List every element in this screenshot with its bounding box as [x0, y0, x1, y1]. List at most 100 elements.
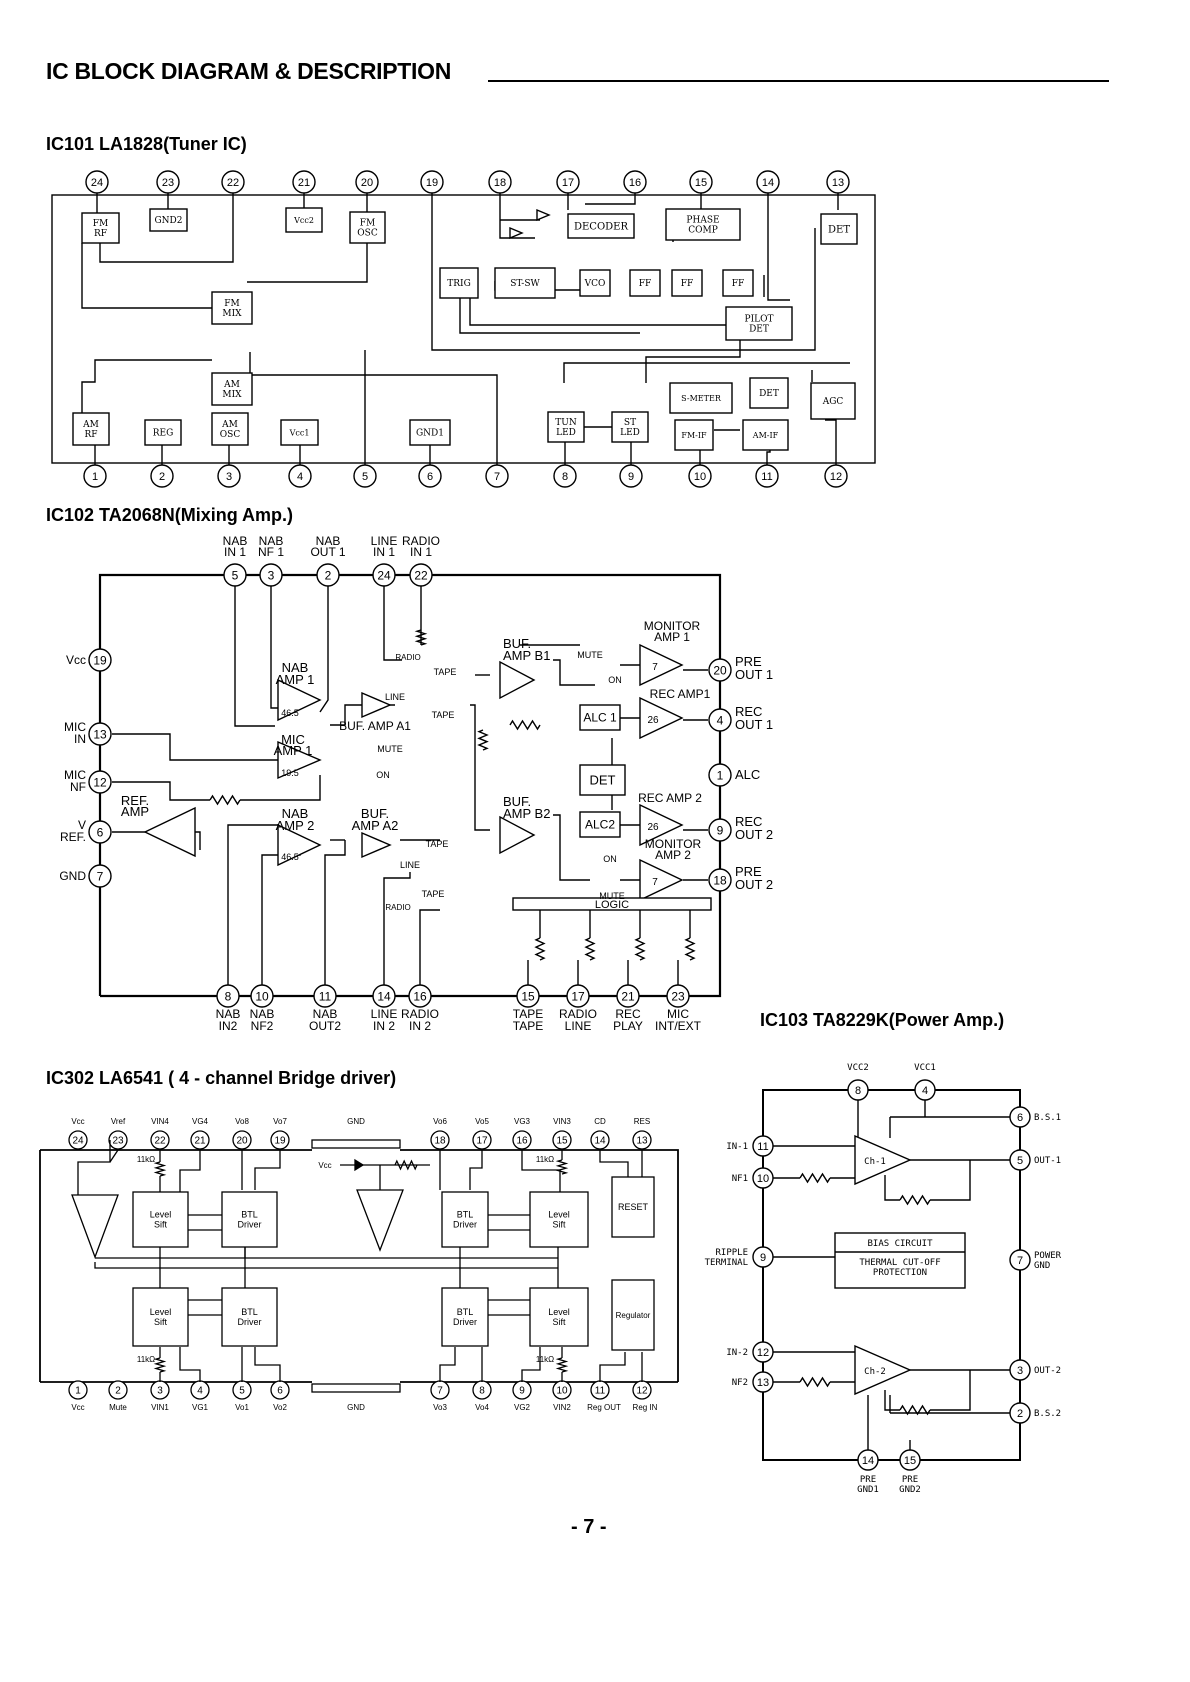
- buf-amp-a1-icon: [361, 691, 392, 719]
- ic102-pin-13: [88, 722, 112, 746]
- ic102-top-label: IN 1: [373, 545, 395, 559]
- ic302-bottom-label: VG1: [192, 1403, 209, 1412]
- resistor: [799, 1376, 831, 1388]
- ic102-bottom-label: NAB: [250, 1007, 275, 1021]
- btl-driver-block: [441, 1191, 489, 1248]
- pilot-det-block-label: DET: [749, 325, 769, 335]
- ff-block-label: FF: [732, 279, 745, 289]
- vco-block: [579, 269, 611, 297]
- tun-led-block-label: TUN: [555, 418, 577, 428]
- pin-number: 1: [717, 768, 724, 782]
- level-sift-block-label: Sift: [154, 1317, 168, 1327]
- buf-amp-a1-label: BUF. AMP A1: [339, 719, 411, 733]
- ic102-top-label: NF 1: [258, 545, 284, 559]
- monitor-amp1-label: AMP 1: [654, 630, 690, 644]
- wire: [112, 781, 210, 801]
- wire: [179, 1347, 201, 1382]
- ff-block-label: FF: [681, 279, 694, 289]
- pin-number: 20: [236, 1136, 248, 1147]
- ic102-bottom-label: REC: [615, 1007, 641, 1021]
- pin-number: 2: [115, 1386, 121, 1397]
- pin-number: 10: [694, 471, 706, 483]
- switch-label: RADIO: [385, 903, 410, 912]
- ic103-top-label: VCC1: [914, 1063, 936, 1073]
- pin-number: 2: [1017, 1408, 1023, 1420]
- am-mix-block-label: AM: [223, 380, 240, 390]
- pin-number: 10: [757, 1173, 769, 1185]
- det-if-block-label: DET: [759, 389, 779, 399]
- ic103-bottom-label: GND1: [857, 1485, 879, 1495]
- ic302-bottom-label: VIN1: [151, 1403, 169, 1412]
- wire: [109, 1149, 119, 1163]
- ch1-label: Ch-1: [864, 1157, 886, 1167]
- ic302-top-label: VG3: [514, 1117, 531, 1126]
- wire: [645, 340, 741, 383]
- pin-number: 1: [92, 471, 98, 483]
- ic102-left-label: NF: [70, 780, 86, 794]
- ic302-pin-23: [108, 1130, 128, 1150]
- ic102-bottom-label: INT/EXT: [655, 1019, 702, 1033]
- ic102-pin-9: [708, 818, 732, 842]
- pin-number: 23: [112, 1136, 124, 1147]
- ic103-right-label: POWER: [1034, 1251, 1062, 1261]
- pin-number: 12: [636, 1386, 648, 1397]
- buf-amp-a2-icon: [361, 831, 392, 859]
- ic102-right-label: OUT 2: [735, 827, 773, 842]
- level-sift-block-label: Level: [548, 1307, 570, 1317]
- mic-amp1-icon: [277, 740, 322, 780]
- level-sift-block-label: Level: [150, 1210, 172, 1220]
- ch2-amp-icon: [854, 1344, 912, 1396]
- pin-number: 14: [862, 1455, 874, 1467]
- ic302-top-label: VIN4: [151, 1117, 169, 1126]
- ref-amp-label: REF.: [121, 793, 149, 808]
- pin-number: 24: [91, 177, 103, 189]
- resistor: [477, 729, 489, 751]
- det-block-label: DET: [590, 773, 616, 788]
- wire: [930, 1160, 971, 1201]
- ic102-right-label: REC: [735, 814, 762, 829]
- ic302-bottom-label: Vo1: [235, 1403, 249, 1412]
- header-rule: [488, 80, 1109, 82]
- resistor: [634, 937, 646, 961]
- pin-number: 6: [1017, 1112, 1023, 1124]
- alc1-block-label: ALC 1: [583, 711, 617, 725]
- pin-number: 9: [760, 1252, 766, 1264]
- level-sift-block: [132, 1287, 189, 1347]
- buffer-icon: [536, 208, 551, 222]
- ic103-left-label: NF1: [732, 1174, 748, 1184]
- pin-number: 5: [362, 471, 368, 483]
- btl-driver-block-label: BTL: [241, 1307, 258, 1317]
- monitor-amp2-label: AMP 2: [655, 848, 691, 862]
- wire: [419, 909, 440, 985]
- ic103-right-label: OUT-2: [1034, 1366, 1061, 1376]
- wire: [439, 1347, 456, 1382]
- wire: [81, 359, 212, 413]
- buf-amp-b2-label: AMP B2: [503, 806, 550, 821]
- ref-amp-icon: [143, 806, 196, 858]
- btl-driver-block-label: BTL: [457, 1210, 474, 1220]
- wire: [459, 283, 640, 334]
- ic302-bottom-label: Vo2: [273, 1403, 287, 1412]
- bias-label: BIAS CIRCUIT: [867, 1239, 933, 1249]
- ic302-top-label: Vo8: [235, 1117, 249, 1126]
- monitor-amp2-label: MONITOR: [645, 837, 702, 851]
- bias-block: [834, 1232, 966, 1289]
- ic102-pin-1: [708, 763, 732, 787]
- pin-number: 7: [494, 471, 500, 483]
- resistor-label: 11kΩ: [137, 1155, 155, 1164]
- level-sift-block-label: Level: [150, 1307, 172, 1317]
- wire: [469, 1150, 483, 1190]
- reset-block: [611, 1176, 655, 1238]
- vcc1-block-label: Vcc1: [289, 428, 310, 437]
- pin-number: 3: [226, 471, 232, 483]
- logic-block: [512, 897, 712, 911]
- ic102-bottom-label: IN 2: [373, 1019, 395, 1033]
- ic102-top-label: NAB: [223, 534, 248, 548]
- pin-number: 6: [277, 1386, 283, 1397]
- ic102-top-label: NAB: [316, 534, 341, 548]
- ic302-title: IC302 LA6541 ( 4 - channel Bridge driver…: [46, 1068, 397, 1088]
- regulator-block-label: Regulator: [616, 1311, 651, 1320]
- pin-number: 3: [1017, 1365, 1023, 1377]
- pin-number: 20: [713, 663, 727, 677]
